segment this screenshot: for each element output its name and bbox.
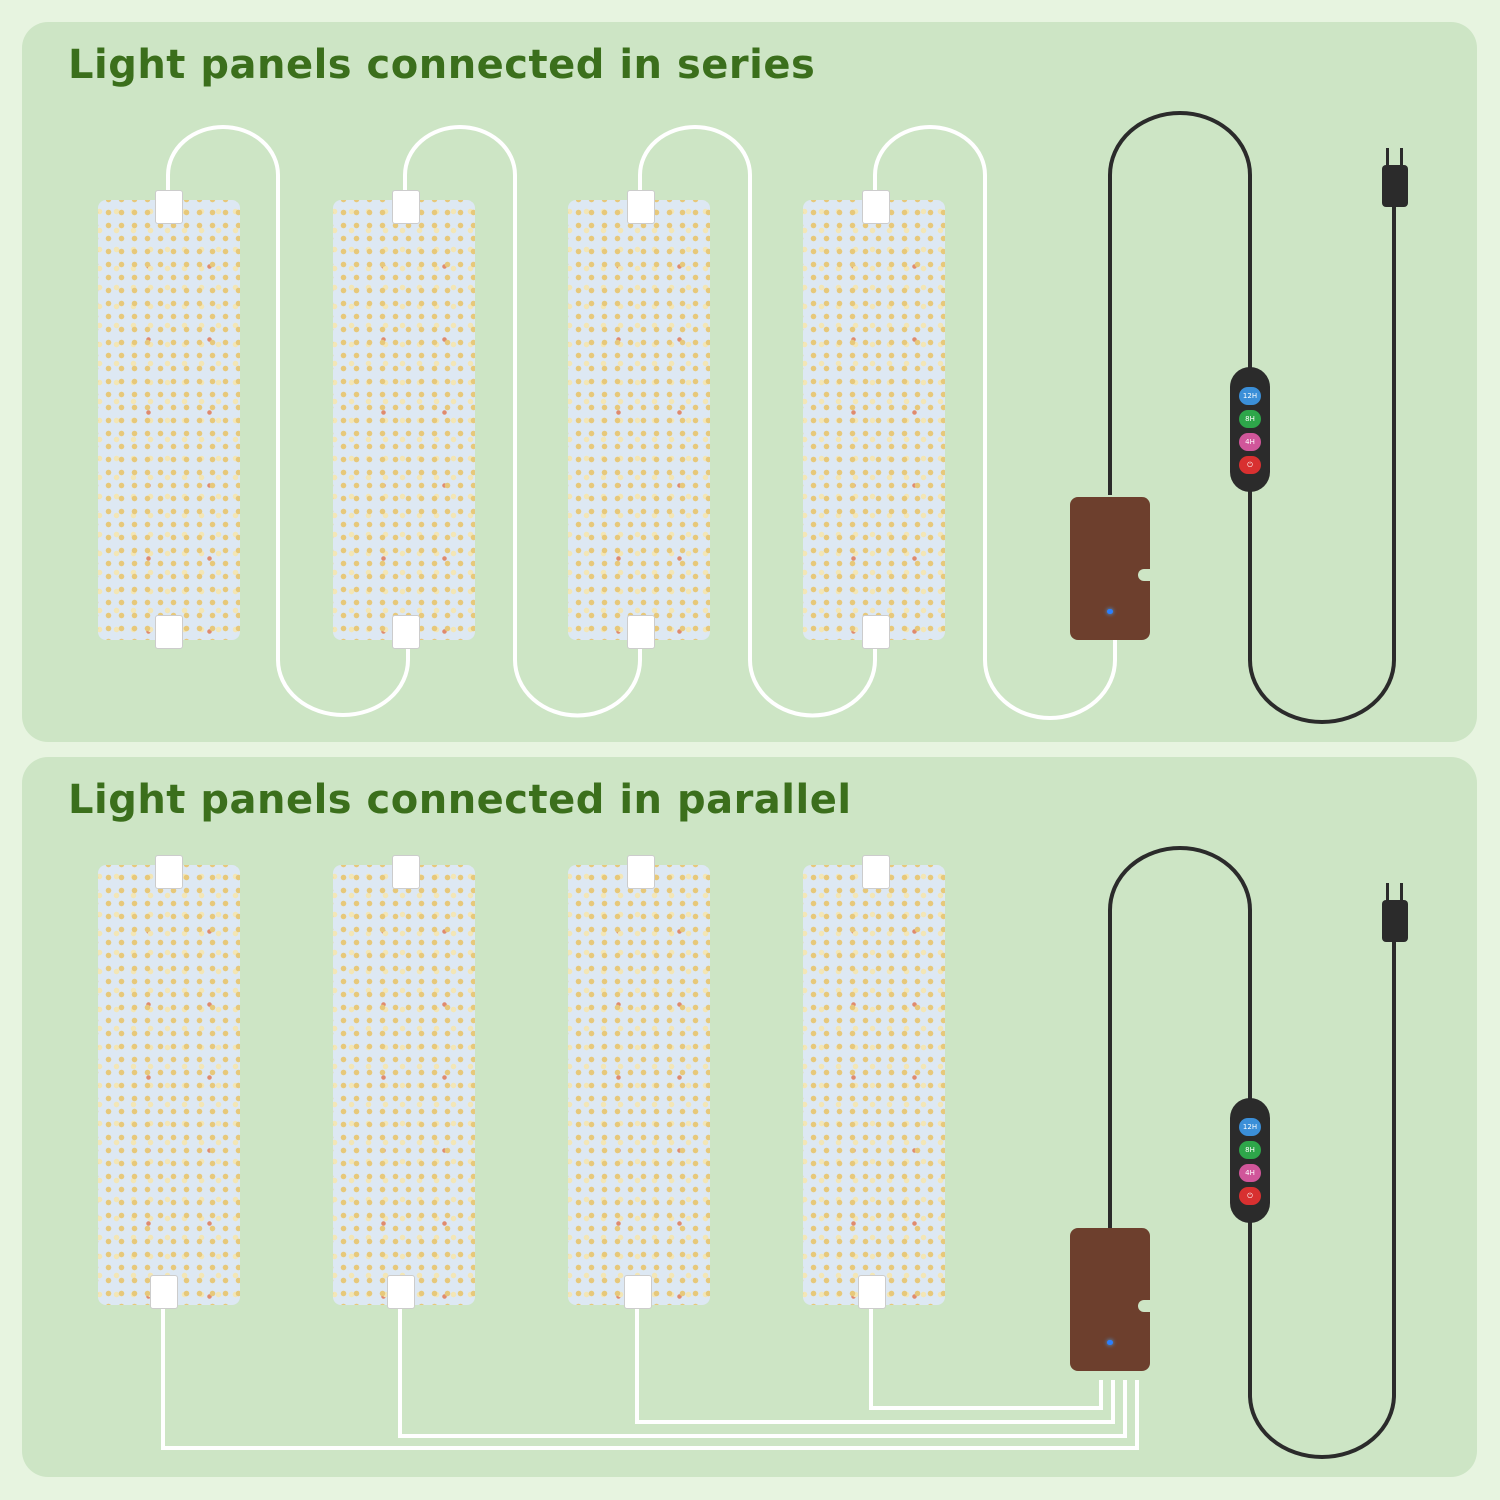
light-panel bbox=[98, 865, 240, 1305]
connector bbox=[155, 190, 183, 224]
connector bbox=[150, 1275, 178, 1309]
light-panel bbox=[803, 200, 945, 640]
plug-icon bbox=[1382, 148, 1408, 942]
connector bbox=[858, 1275, 886, 1309]
light-panel bbox=[333, 865, 475, 1305]
connector bbox=[392, 190, 420, 224]
timer-switch: 12H 8H 4H ⏻ bbox=[1230, 1098, 1270, 1223]
timer-4h-button[interactable]: 4H bbox=[1239, 433, 1261, 451]
parallel-wire bbox=[869, 1305, 1103, 1410]
connector bbox=[392, 855, 420, 889]
parallel-wire bbox=[161, 1305, 1139, 1450]
connector bbox=[392, 615, 420, 649]
parallel-wire bbox=[398, 1305, 1127, 1438]
timer-12h-button[interactable]: 12H bbox=[1239, 1118, 1261, 1136]
connector bbox=[862, 855, 890, 889]
series-wire bbox=[638, 125, 877, 718]
timer-4h-button[interactable]: 4H bbox=[1239, 1164, 1261, 1182]
connector bbox=[387, 1275, 415, 1309]
light-panel bbox=[803, 865, 945, 1305]
power-icon[interactable]: ⏻ bbox=[1239, 456, 1261, 474]
light-panel bbox=[333, 200, 475, 640]
connector bbox=[627, 615, 655, 649]
connector bbox=[624, 1275, 652, 1309]
series-wire bbox=[403, 125, 642, 718]
connector bbox=[155, 855, 183, 889]
series-wire bbox=[166, 125, 410, 717]
indicator-light bbox=[1107, 609, 1113, 614]
series-wire bbox=[873, 125, 1117, 720]
series-title: Light panels connected in series bbox=[68, 42, 816, 88]
connector bbox=[155, 615, 183, 649]
controller-box bbox=[1070, 497, 1152, 640]
light-panel bbox=[98, 200, 240, 640]
light-panel bbox=[568, 865, 710, 1305]
parallel-title: Light panels connected in parallel bbox=[68, 777, 852, 823]
timer-switch: 12H 8H 4H ⏻ bbox=[1230, 367, 1270, 492]
timer-12h-button[interactable]: 12H bbox=[1239, 387, 1261, 405]
connector bbox=[862, 615, 890, 649]
connector bbox=[627, 855, 655, 889]
parallel-wire bbox=[635, 1305, 1115, 1424]
timer-8h-button[interactable]: 8H bbox=[1239, 410, 1261, 428]
connector bbox=[627, 190, 655, 224]
indicator-light bbox=[1107, 1340, 1113, 1345]
light-panel bbox=[568, 200, 710, 640]
controller-box bbox=[1070, 1228, 1152, 1371]
power-icon[interactable]: ⏻ bbox=[1239, 1187, 1261, 1205]
timer-8h-button[interactable]: 8H bbox=[1239, 1141, 1261, 1159]
connector bbox=[862, 190, 890, 224]
